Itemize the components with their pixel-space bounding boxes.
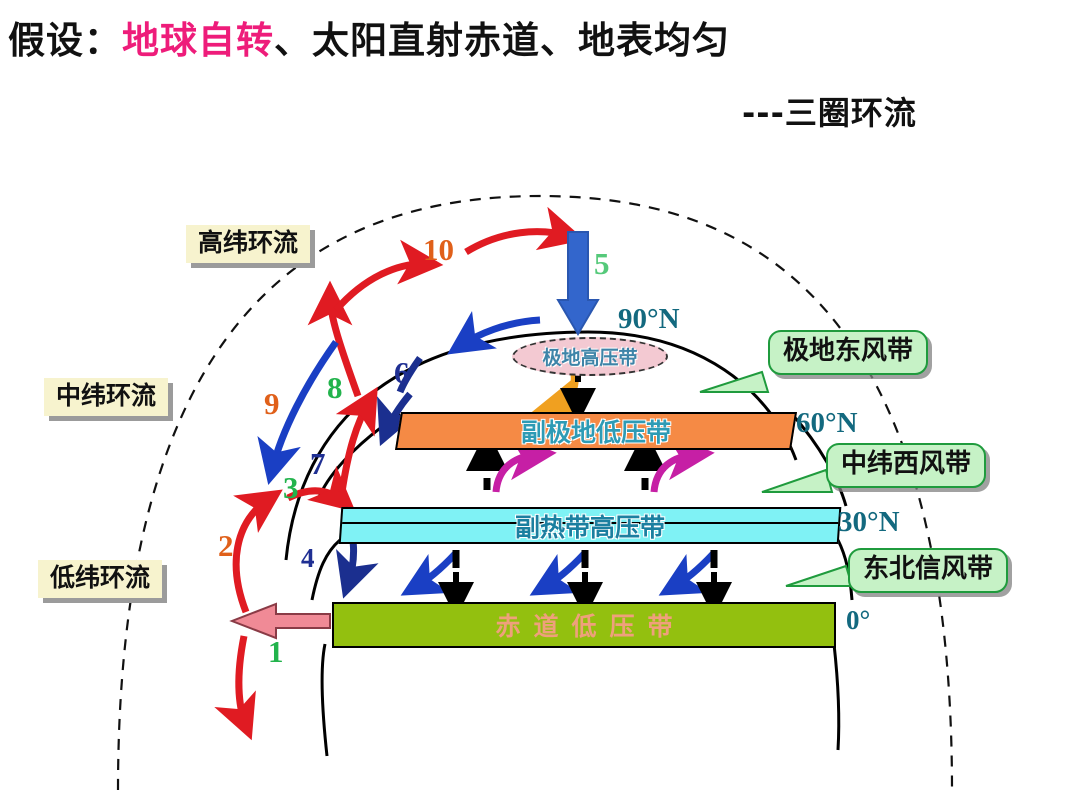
title-rest: 、太阳直射赤道、地表均匀 [274,19,730,62]
callout-tail-ne-trades [785,564,854,587]
page-title: 假设：地球自转、太阳直射赤道、地表均匀 [8,10,730,64]
step-number-4: 4 [301,543,315,573]
callout-tail-polar-easterlies [699,370,770,393]
callout-ne-trades[interactable]: 东北信风带 [848,548,1009,593]
callout-ne-trades-text: 东北信风带 [863,554,994,584]
cell-label-mid-latitude: 中纬环流 [44,378,169,416]
arrow-1-pink-block [229,602,331,640]
latitude-label-90n: 90°N [618,303,680,335]
belt-subpolar-low-label: 副极地低压带 [520,418,671,447]
arrow-3-poleward-red [286,465,356,513]
step-number-2: 2 [218,528,234,563]
step-number-8: 8 [327,370,343,405]
step-number-5: 5 [594,246,610,281]
callout-tail-westerlies [761,468,834,493]
surface-segment-right-30 [836,539,854,601]
arrow-9-descending-blue [257,339,339,485]
arrow-trade-1-blue [400,551,458,596]
arrow-5-polar-descent-blue [556,231,600,336]
callout-westerlies[interactable]: 中纬西风带 [826,443,987,488]
latitude-label-0: 0° [846,605,871,635]
cell-label-mid-latitude-text: 中纬环流 [56,381,157,410]
arrow-2-rising-red [232,489,283,614]
arrow-westerly-curve-2-magenta [650,432,715,493]
arrow-polar-easterly-orange [529,369,589,429]
subtitle: ---三圈环流 [742,94,917,132]
title-highlight: 地球自转 [122,19,274,62]
atmosphere-top-arc [116,194,954,791]
group-subpolar-convergence [466,429,715,493]
arrow-polar-high-aloft-blue [447,311,541,355]
arrow-1-return-red [214,635,256,741]
step-number-6: 6 [394,355,410,390]
step-number-9: 9 [264,386,280,421]
surface-segment-right-0 [832,643,841,751]
belt-subpolar-low: 副极地低压带 [394,412,798,450]
surface-segment-left-30 [310,538,341,601]
step-number-3: 3 [283,470,299,505]
arrow-10-upper-red [464,206,585,255]
belt-subtropical-high: 副热带高压带 [338,507,842,544]
group-trade-winds [400,550,732,618]
belt-equatorial-low-label: 赤道低压带 [495,612,686,641]
title-prefix: 假设： [8,19,122,62]
step-number-1: 1 [268,634,284,669]
arrow-6-short-navy [376,391,419,447]
arrow-10-lower-red [333,239,444,313]
cell-label-high-latitude-text: 高纬环流 [198,228,299,257]
arrow-westerly-curve-1-magenta [492,432,557,493]
cell-label-low-latitude: 低纬环流 [38,560,163,598]
callout-westerlies-text: 中纬西风带 [841,449,972,479]
arrow-6-stem-navy [396,355,423,394]
belt-polar-high: 极地高压带 [512,337,668,376]
arrow-trade-2-blue [529,551,587,596]
latitude-label-30n: 30°N [838,506,900,538]
step-number-7: 7 [310,446,326,481]
belt-equatorial-low: 赤道低压带 [332,602,836,648]
callout-polar-easterlies-text: 极地东风带 [783,336,914,366]
belt-subtropical-high-label: 副热带高压带 [514,512,665,542]
surface-segment-left-0 [320,643,329,757]
arrow-trade-3-blue [658,551,716,596]
arrow-8-poleward-red [307,280,362,398]
latitude-label-60n: 60°N [796,407,858,439]
belt-polar-high-label: 极地高压带 [542,347,638,369]
step-number-10: 10 [423,232,454,267]
arrow-7-rising-red [335,386,378,493]
cell-label-low-latitude-text: 低纬环流 [50,563,151,592]
cell-label-high-latitude: 高纬环流 [186,225,311,263]
callout-polar-easterlies[interactable]: 极地东风带 [768,330,929,375]
